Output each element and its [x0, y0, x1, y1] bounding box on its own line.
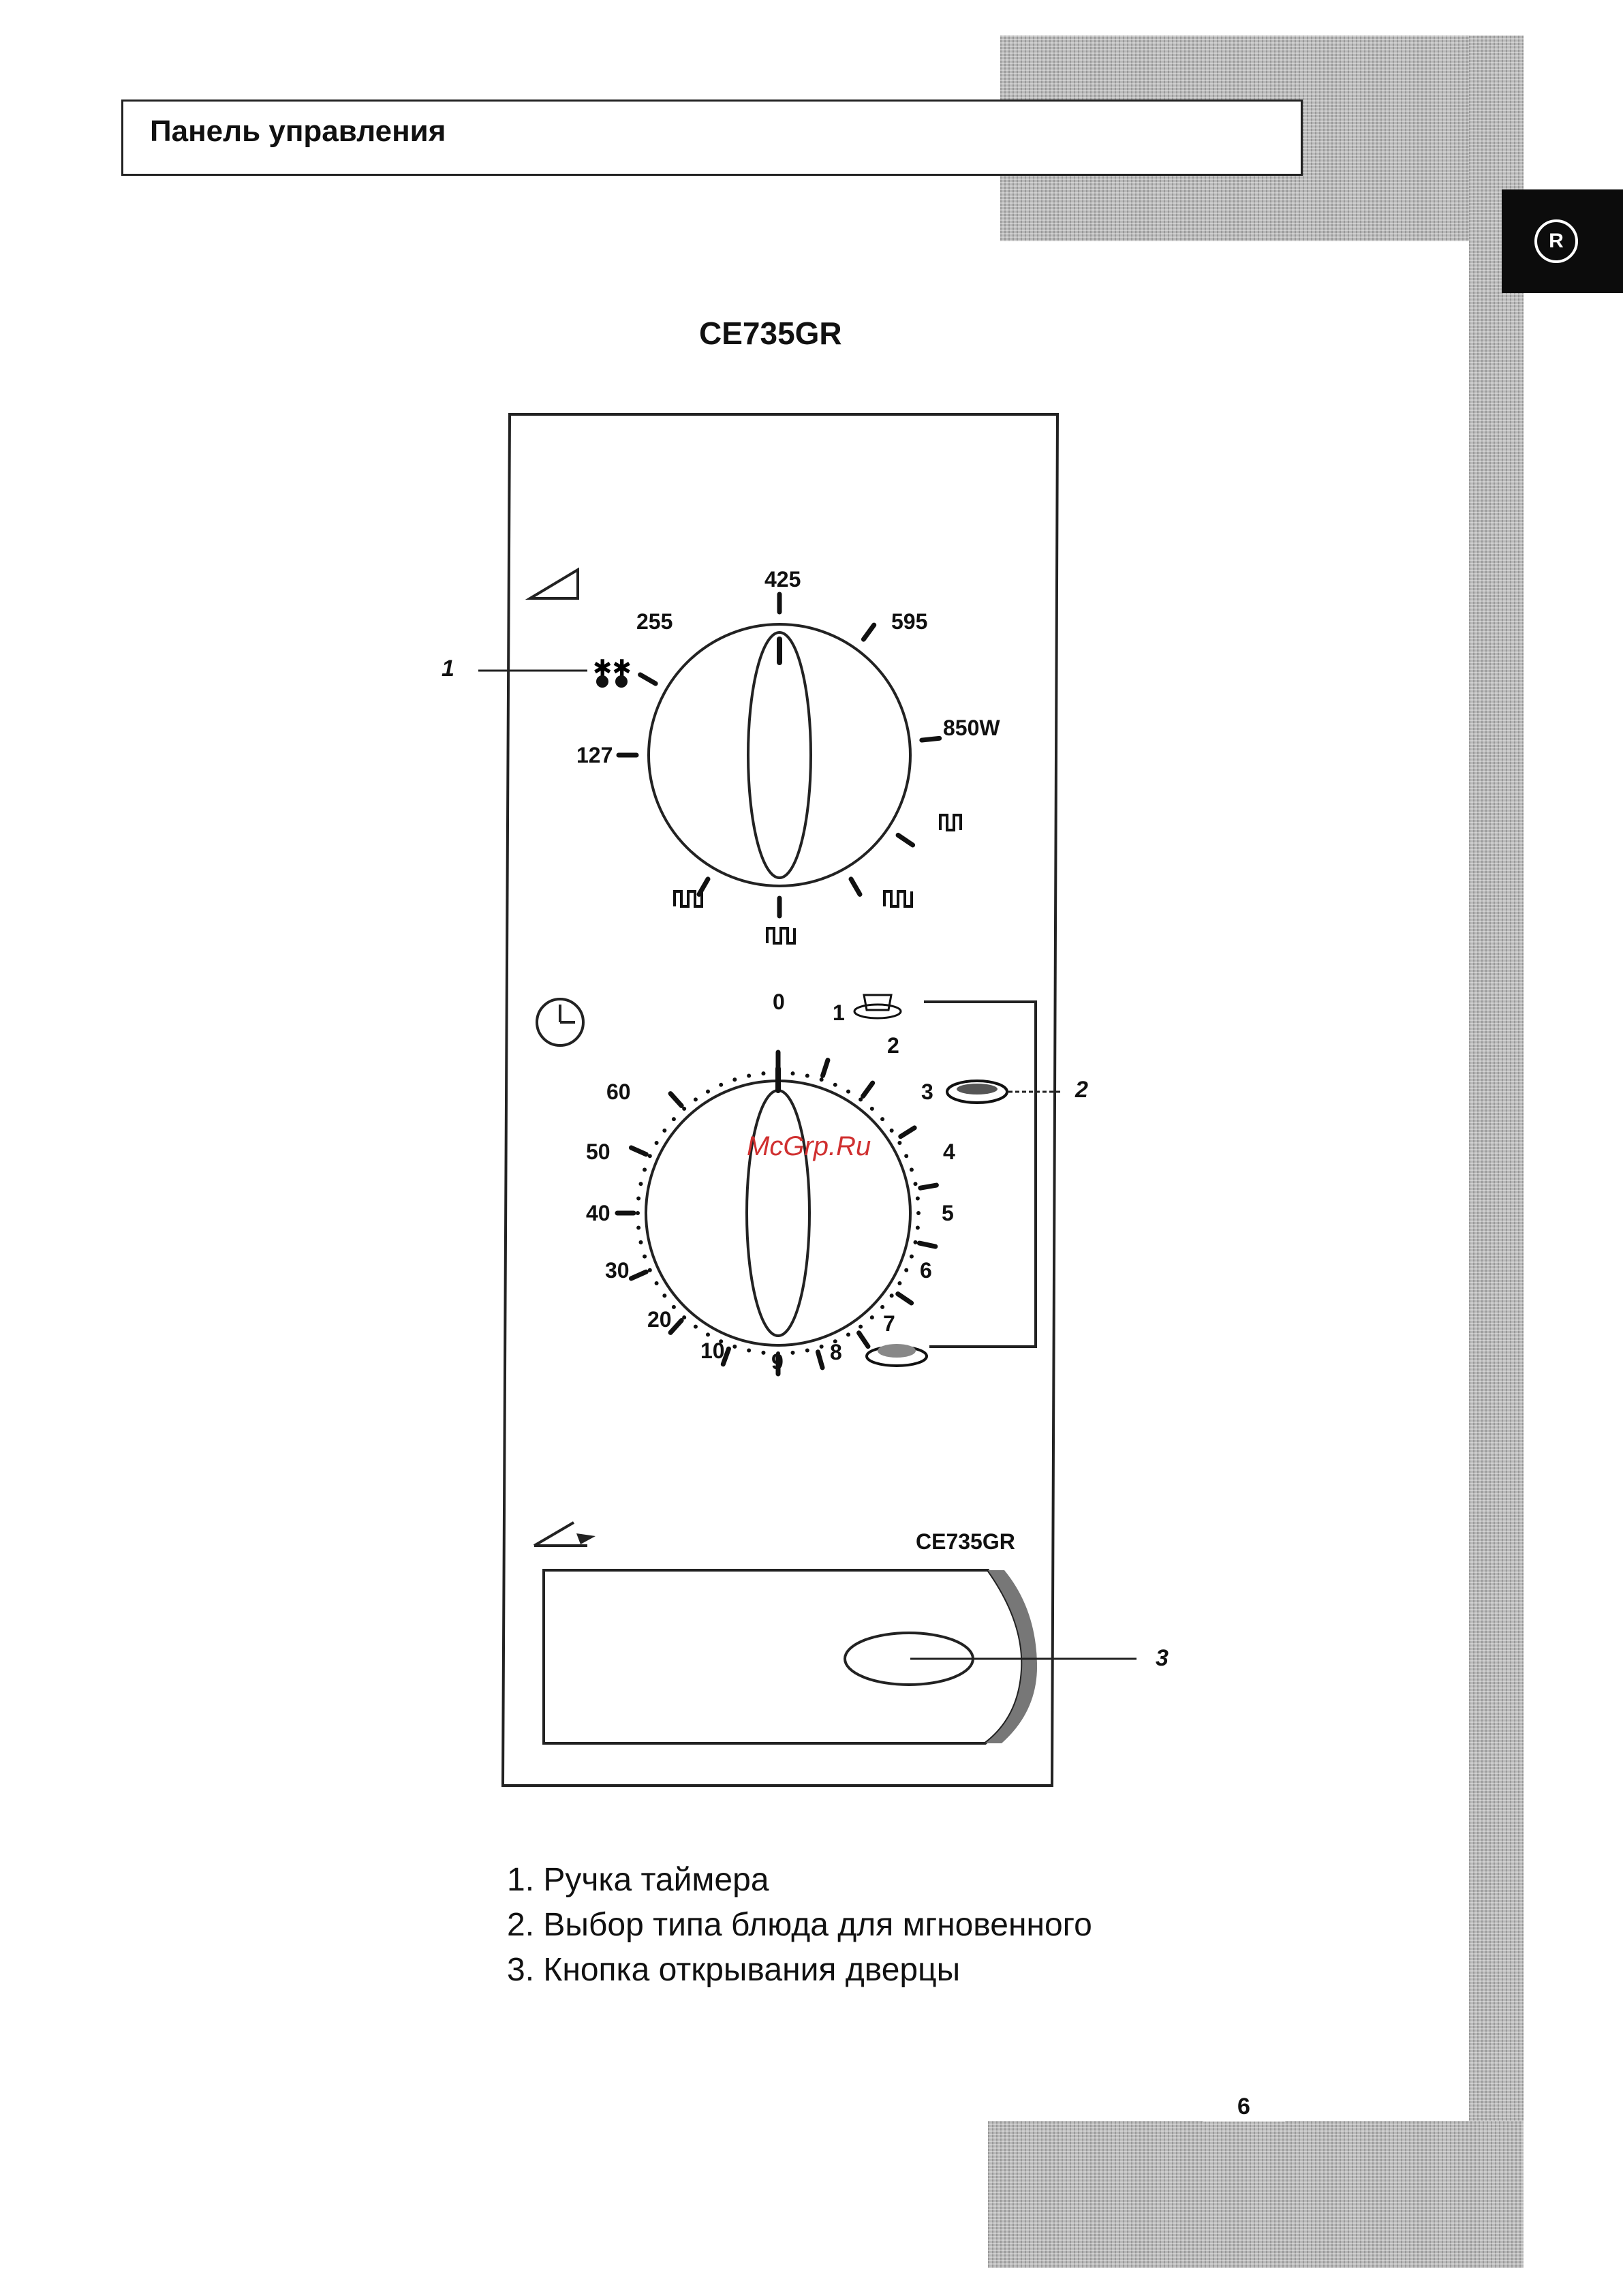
page-number: 6: [1237, 2094, 1250, 2120]
